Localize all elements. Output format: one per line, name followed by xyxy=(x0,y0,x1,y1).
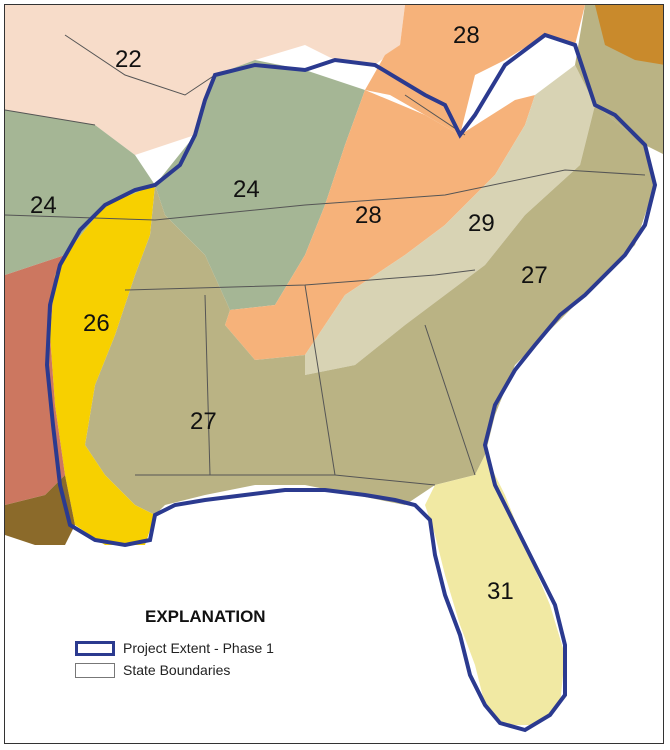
project-extent-swatch xyxy=(75,640,115,656)
region-24-central-area xyxy=(155,60,365,310)
region-28-central-area xyxy=(225,90,535,360)
legend-label-project-extent: Project Extent - Phase 1 xyxy=(123,640,274,656)
legend: EXPLANATION Project Extent - Phase 1 Sta… xyxy=(75,607,315,681)
region-28-north-area xyxy=(365,5,585,135)
region-27-label: 27 xyxy=(190,408,217,435)
state-boundaries-swatch xyxy=(75,662,115,678)
region-27-east-label: 27 xyxy=(521,262,548,289)
region-31-area xyxy=(425,455,565,725)
region-31-label: 31 xyxy=(487,578,514,605)
region-26-label: 26 xyxy=(83,310,110,337)
region-24-west-label: 24 xyxy=(30,192,57,219)
legend-label-state-boundaries: State Boundaries xyxy=(123,662,231,678)
state-boundaries xyxy=(5,34,646,486)
legend-title: EXPLANATION xyxy=(145,607,266,626)
region-28-central-label: 28 xyxy=(355,202,382,229)
region-22-label: 22 xyxy=(115,46,142,73)
region-22-area xyxy=(5,5,405,155)
northeast-coast-area xyxy=(595,5,663,65)
region-29-area xyxy=(305,65,595,375)
region-28-north-label: 28 xyxy=(453,22,480,49)
map-frame: 22 24 24 26 27 27 28 28 29 31 EXPLANATIO… xyxy=(4,4,664,744)
region-24-west-area xyxy=(5,110,155,275)
legend-item-state-boundaries: State Boundaries xyxy=(75,659,315,681)
region-29-label: 29 xyxy=(468,210,495,237)
coastal-marsh-area xyxy=(5,475,75,545)
map-canvas: 22 24 24 26 27 27 28 28 29 31 xyxy=(5,5,663,743)
region-26-area xyxy=(50,185,155,545)
region-24-central-label: 24 xyxy=(233,176,260,203)
legend-item-project-extent: Project Extent - Phase 1 xyxy=(75,637,315,659)
project-extent-outline xyxy=(44,32,658,733)
region-27-area xyxy=(85,105,655,515)
